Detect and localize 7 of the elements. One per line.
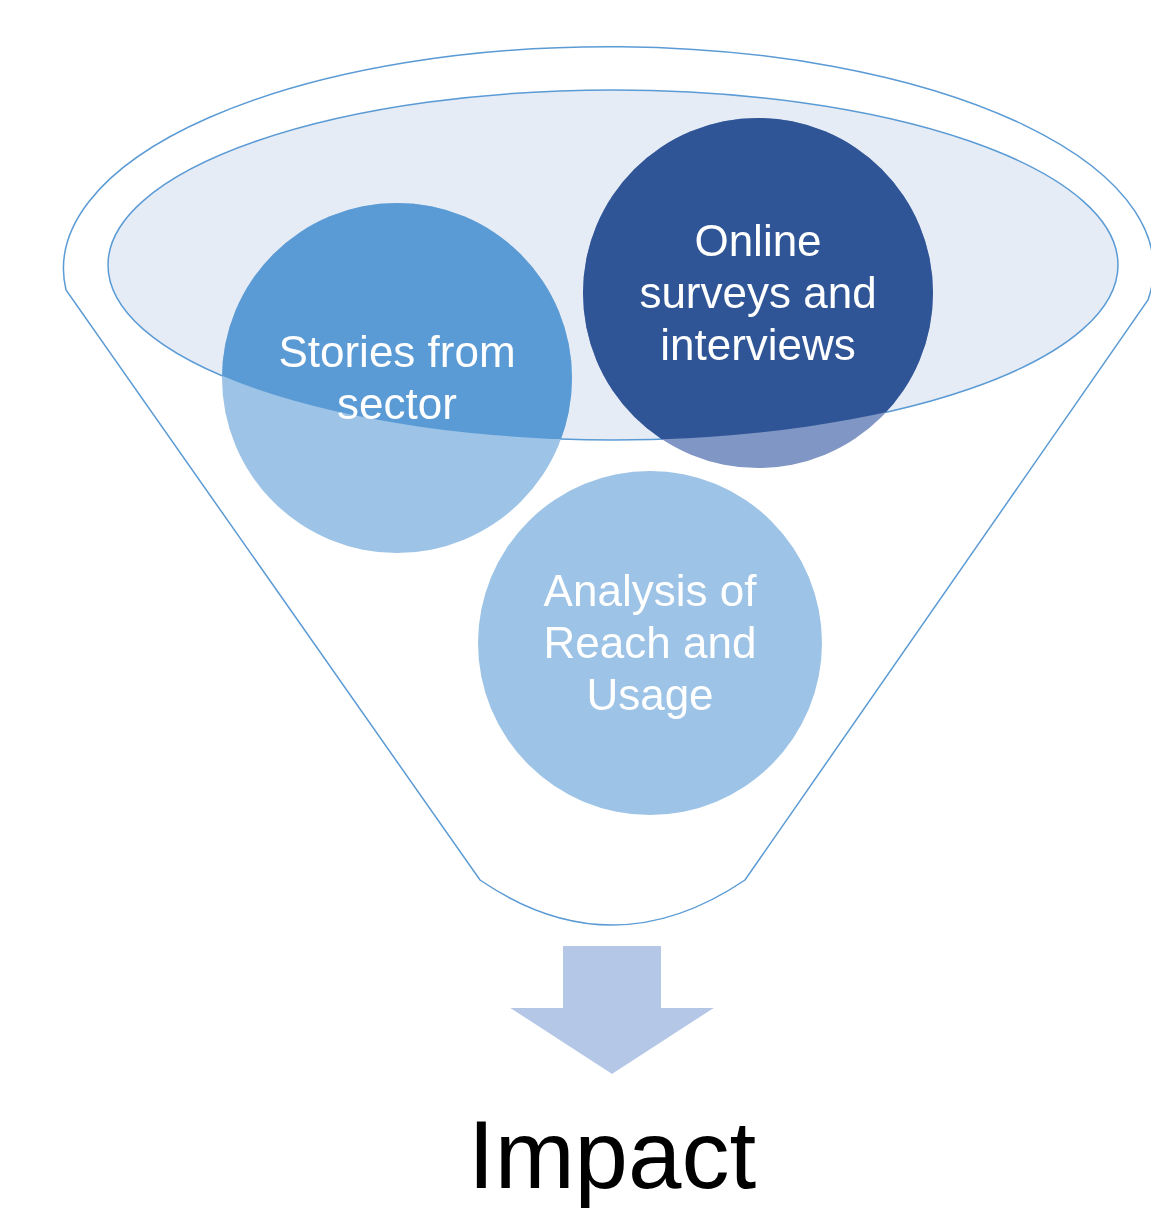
node-label: Impact xyxy=(467,1101,757,1208)
circle-node xyxy=(583,118,933,468)
circle-node xyxy=(478,471,822,815)
node-label: Analysis of Reach and Usage xyxy=(542,565,758,721)
circle-node xyxy=(222,203,572,553)
node-label: Online surveys and interviews xyxy=(638,215,878,371)
node-label: Stories from sector xyxy=(277,326,517,430)
